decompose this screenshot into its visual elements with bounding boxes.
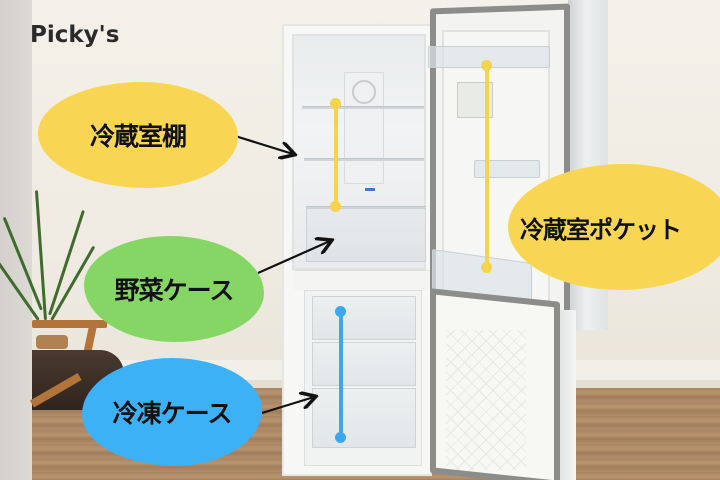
label-door-pocket: 冷蔵室ポケット [508,164,720,290]
fridge-shelf [306,206,426,209]
label-fridge-shelf: 冷蔵室棚 [38,82,238,188]
freezer-drawer [312,388,416,448]
label-vegetable-case: 野菜ケース [84,236,264,342]
shelf-range-dot-top [330,98,341,109]
shelf-range-bar [334,104,338,208]
fan-cover [352,80,376,104]
fridge-shelf [304,158,424,161]
indicator-tag [365,188,375,191]
label-door-pocket-text: 冷蔵室ポケット [520,215,682,244]
potted-plant [0,180,96,330]
pocket-range-dot-top [481,60,492,71]
label-vegetable-case-text: 野菜ケース [114,276,235,305]
freezer-drawer [312,342,416,386]
plant-pot [36,335,68,349]
label-freezer-case: 冷凍ケース [82,358,262,466]
wall-pillar [0,0,32,480]
door-pocket [474,160,540,178]
label-fridge-shelf-text: 冷蔵室棚 [89,122,187,151]
freezer-door-edge [556,310,576,480]
brand-logo: Picky's [30,22,120,48]
freezer-door-pattern [446,330,526,470]
pocket-range-bar [485,66,489,268]
pocket-range-dot-bottom [481,262,492,273]
freezer-drawer [312,296,416,340]
fridge-shelf [302,106,424,109]
freezer-range-dot-top [335,306,346,317]
sofa-frame [32,320,107,328]
freezer-range-bar [339,312,343,438]
compartment-divider [294,270,430,290]
shelf-range-dot-bottom [330,201,341,212]
vegetable-crisper [306,208,426,262]
label-freezer-case-text: 冷凍ケース [112,399,233,428]
freezer-range-dot-bottom [335,432,346,443]
